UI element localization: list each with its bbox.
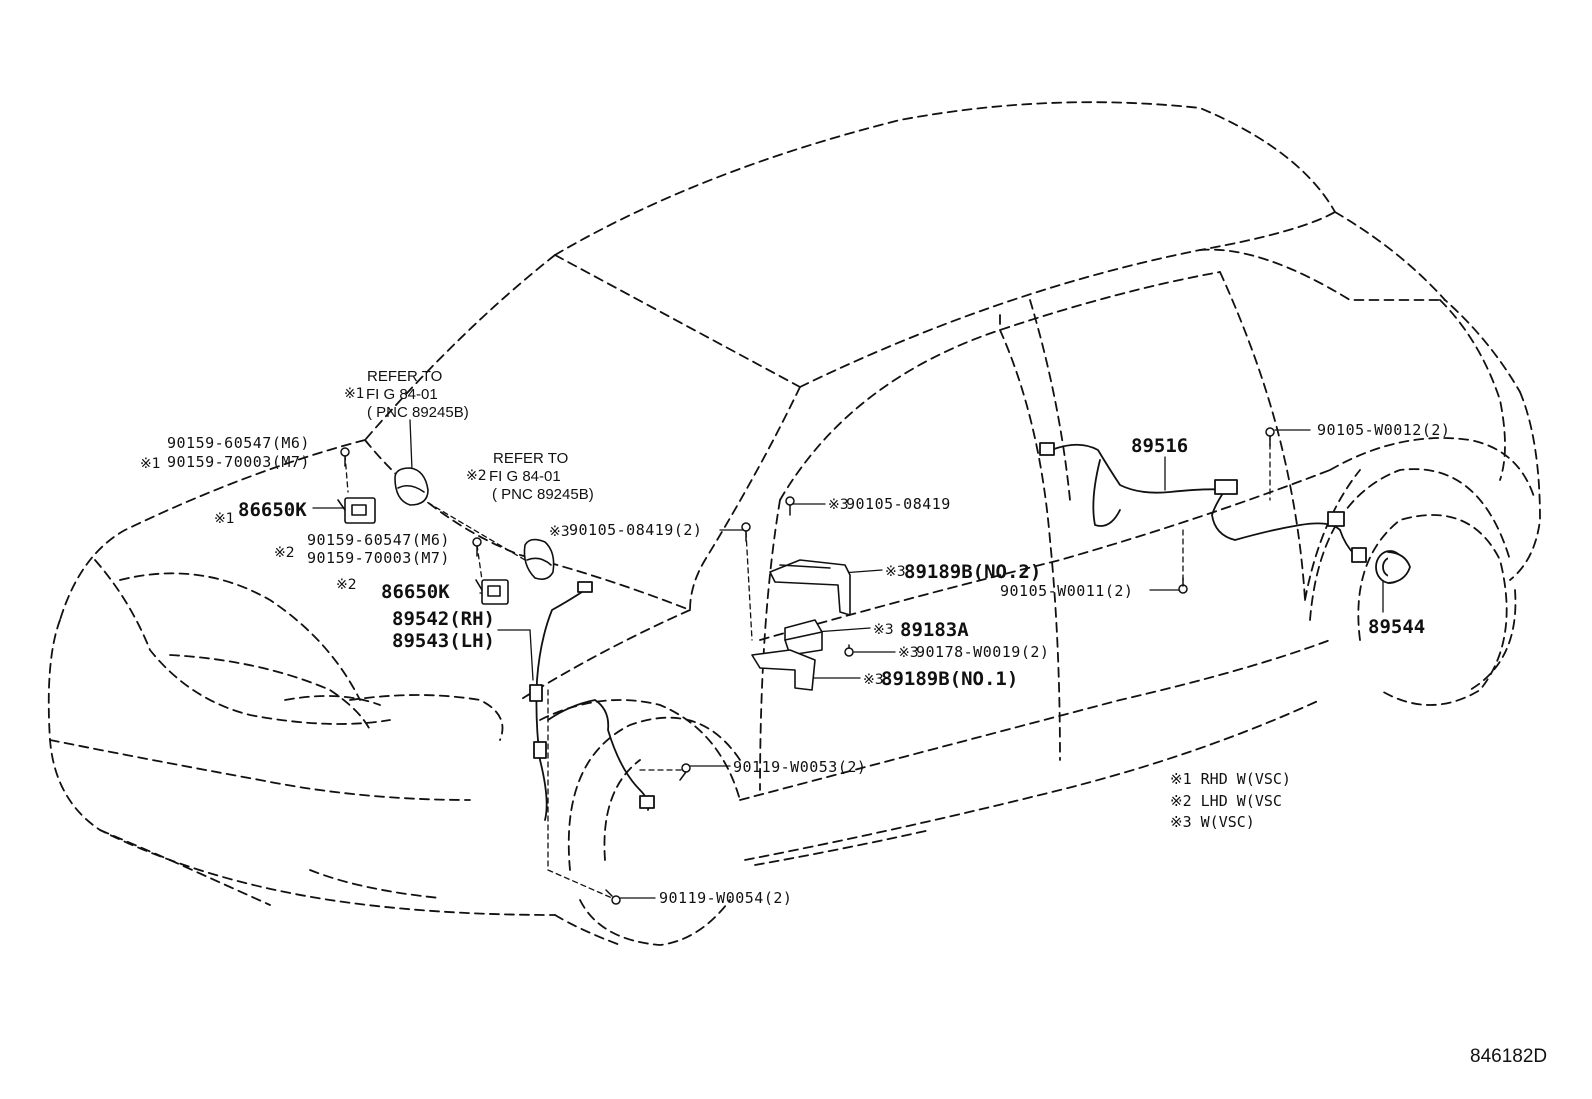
label-front-sensor-rh: 89542(RH)	[392, 608, 495, 630]
label-bolt-w0054: 90119-W0054(2)	[659, 889, 793, 907]
note-mark-2-sensor: ※2	[336, 577, 357, 593]
sensor-86650k-lower	[475, 579, 509, 605]
rear-sensor-rotor-89544	[1375, 550, 1411, 584]
label-bolt-m7-lower: 90159-70003(M7)	[307, 549, 450, 567]
refer-note-2-line3: ( PNC 89245B)	[492, 486, 594, 503]
refer-note-1-line2: FI G 84-01	[366, 386, 438, 403]
label-bracket-no1: 89189B(NO.1)	[881, 668, 1019, 690]
bracket-89189b-no1	[751, 649, 816, 691]
label-bolt-w0011: 90105-W0011(2)	[1000, 582, 1134, 600]
label-bolt-m7-upper: 90159-70003(M7)	[167, 453, 310, 471]
label-nut-w0019: 90178-W0019(2)	[916, 643, 1050, 661]
note-mark-3-sensor-89183a: ※3	[873, 622, 894, 638]
legend-row-3: ※3 W(VSC)	[1170, 813, 1255, 831]
label-bolt-w0053: 90119-W0053(2)	[733, 758, 867, 776]
refer-note-2-line1: REFER TO	[493, 450, 569, 467]
note-mark-1-sensor: ※1	[214, 511, 235, 527]
label-bolt-m6-lower: 90159-60547(M6)	[307, 531, 450, 549]
label-bolt-w0012: 90105-W0012(2)	[1317, 421, 1451, 439]
note-mark-1-bolt: ※1	[140, 456, 161, 472]
note-mark-3-bracket-no2: ※3	[885, 564, 906, 580]
front-speed-sensor-harness	[529, 581, 655, 821]
label-rear-harness: 89516	[1131, 435, 1189, 457]
note-mark-2-refer: ※2	[466, 468, 487, 484]
label-bracket-no2: 89189B(NO.2)	[904, 561, 1042, 583]
note-mark-3-nut: ※3	[898, 645, 919, 661]
refer-note-2-line2: FI G 84-01	[489, 468, 561, 485]
sensor-86650k-upper	[337, 497, 376, 524]
note-mark-2-bolt: ※2	[274, 545, 295, 561]
label-front-sensor-lh: 89543(LH)	[392, 630, 495, 652]
legend-row-1: ※1 RHD W(VSC)	[1170, 770, 1291, 788]
figure-code: 846182D	[1470, 1046, 1548, 1067]
label-sensor-86650k-upper: 86650K	[238, 499, 307, 521]
rear-speed-sensor-harness	[1039, 442, 1367, 563]
label-sensor-86650k-lower: 86650K	[381, 581, 450, 603]
yaw-rate-sensor-upper	[394, 467, 429, 506]
bolts	[340, 427, 1275, 905]
note-mark-3-bolt-right: ※3	[828, 497, 849, 513]
bracket-89189b-no2	[769, 559, 851, 616]
note-mark-1-refer: ※1	[344, 386, 365, 402]
yaw-rate-sensor-lower	[523, 538, 555, 580]
refer-note-1-line1: REFER TO	[367, 368, 443, 385]
label-bolt-08419-right: 90105-08419	[846, 495, 951, 513]
refer-note-1-line3: ( PNC 89245B)	[367, 404, 469, 421]
sensor-89183a	[784, 619, 823, 656]
label-sensor-89183a: 89183A	[900, 619, 969, 641]
note-mark-3-bracket-no1: ※3	[863, 672, 884, 688]
note-mark-3-bolt-left: ※3	[549, 524, 570, 540]
legend-row-2: ※2 LHD W(VSC	[1170, 792, 1282, 810]
label-rear-rotor: 89544	[1368, 616, 1426, 638]
label-bolt-08419-left: 90105-08419(2)	[569, 521, 703, 539]
label-bolt-m6-upper: 90159-60547(M6)	[167, 434, 310, 452]
